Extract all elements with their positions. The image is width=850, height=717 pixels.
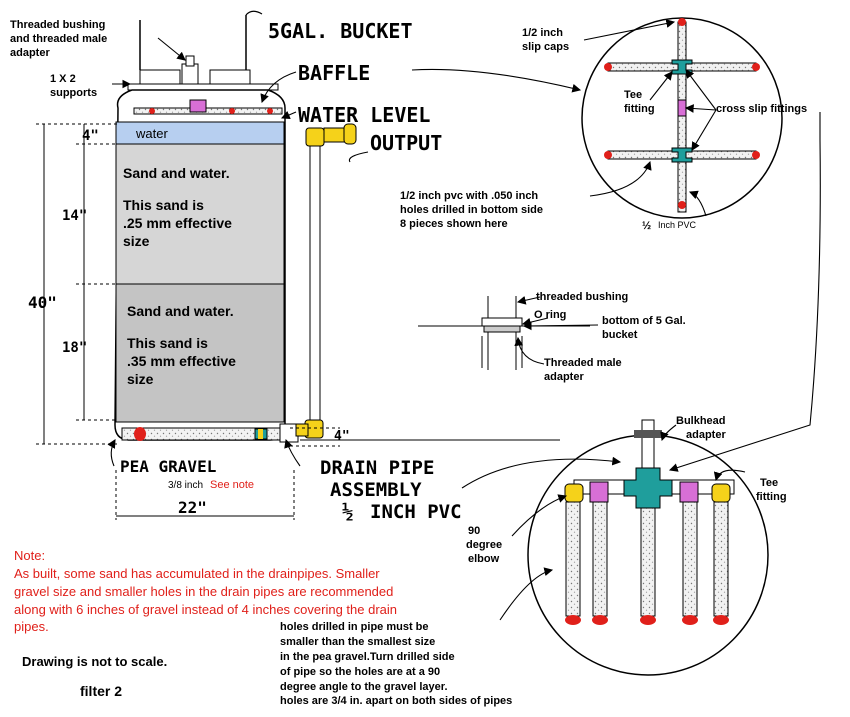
upper-layer-line2: This sand is	[123, 197, 204, 213]
bushing-detail	[418, 296, 590, 370]
label-tee-2: fitting	[624, 103, 655, 115]
label-threaded-male-1: Threaded male	[544, 357, 622, 369]
filter-name: filter 2	[80, 683, 122, 699]
label-supports-2: supports	[50, 87, 97, 99]
drain-detail-circle	[527, 419, 769, 676]
dim-40: 40"	[28, 293, 57, 312]
note-line3: along with 6 inches of gravel instead of…	[14, 602, 397, 617]
label-tee2-1: Tee	[760, 477, 778, 489]
upper-layer-line3: .25 mm effective	[123, 215, 232, 231]
lower-layer-line1: Sand and water.	[127, 303, 234, 319]
label-threaded-male-2: adapter	[544, 371, 584, 383]
label-inch-pvc: Inch PVC	[658, 220, 697, 230]
upper-layer-line4: size	[123, 233, 150, 249]
label-pea-gravel: PEA GRAVEL	[120, 457, 216, 476]
label-see-note: See note	[210, 479, 254, 491]
label-bottom-5gal-1: bottom of 5 Gal.	[602, 315, 686, 327]
baffle-detail-circle	[581, 17, 783, 219]
filter-tank	[114, 89, 299, 443]
label-holes-1: holes drilled in pipe must be	[280, 621, 429, 633]
label-drain-3: INCH PVC	[370, 501, 462, 523]
label-holes-4: of pipe so the holes are at a 90	[280, 666, 440, 678]
label-pvc-holes-2: holes drilled in bottom side	[400, 204, 543, 216]
label-holes-6: holes are 3/4 in. apart on both sides of…	[280, 695, 512, 707]
labels: Threaded bushing and threaded male adapt…	[10, 19, 807, 707]
label-drain-3-frac: ½	[342, 501, 353, 523]
label-output: OUTPUT	[370, 131, 442, 155]
dim-14: 14"	[62, 208, 87, 224]
dim-22: 22"	[178, 498, 207, 517]
upper-sand-layer	[115, 143, 285, 285]
label-bottom-5gal-2: bucket	[602, 329, 638, 341]
label-slip-caps-2: slip caps	[522, 41, 569, 53]
label-slip-caps-1: 1/2 inch	[522, 27, 563, 39]
baffle-pipe	[133, 107, 283, 115]
note-title: Note:	[14, 548, 45, 563]
label-threaded-bushing-2: and threaded male	[10, 33, 107, 45]
label-tee2-2: fitting	[756, 491, 787, 503]
lower-layer-line4: size	[127, 371, 154, 387]
dim-4-top: 4"	[82, 128, 99, 144]
label-elbow-2: degree	[466, 539, 502, 551]
label-bulkhead-1: Bulkhead	[676, 415, 726, 427]
note-line1: As built, some sand has accumulated in t…	[14, 566, 380, 581]
note-line4: pipes.	[14, 619, 49, 634]
label-baffle: BAFFLE	[298, 61, 370, 85]
label-drain-1: DRAIN PIPE	[320, 457, 434, 479]
label-tee-1: Tee	[624, 89, 642, 101]
note-line2: gravel size and smaller holes in the dra…	[14, 584, 393, 599]
lower-sand-layer	[115, 283, 285, 423]
label-threaded-bushing2: threaded bushing	[536, 291, 628, 303]
label-water: water	[135, 126, 168, 141]
lower-layer-line2: This sand is	[127, 335, 208, 351]
label-cross-slip: cross slip fittings	[716, 103, 807, 115]
bucket-top	[127, 10, 279, 91]
label-holes-5: degree angle to the gravel layer.	[280, 681, 448, 693]
label-pea-size: 3/8 inch	[168, 480, 203, 491]
label-half-frac: ½	[642, 220, 651, 232]
label-threaded-bushing-3: adapter	[10, 47, 50, 59]
label-o-ring: O ring	[534, 309, 566, 321]
label-bucket: 5GAL. BUCKET	[268, 19, 413, 43]
dim-4-bottom: 4"	[334, 429, 350, 444]
label-elbow-3: elbow	[468, 553, 500, 565]
label-water-level: WATER LEVEL	[298, 103, 430, 127]
label-holes-2: smaller than the smallest size	[280, 636, 435, 648]
output-pipe	[295, 123, 357, 439]
label-holes-3: in the pea gravel.Turn drilled side	[280, 651, 455, 663]
label-supports-1: 1 X 2	[50, 73, 76, 85]
label-drain-2: ASSEMBLY	[330, 479, 422, 501]
label-pvc-holes-3: 8 pieces shown here	[400, 218, 508, 230]
upper-layer-line1: Sand and water.	[123, 165, 230, 181]
label-threaded-bushing-1: Threaded bushing	[10, 19, 105, 31]
dim-18: 18"	[62, 340, 87, 356]
leader-lines	[107, 19, 821, 621]
label-pvc-holes-1: 1/2 inch pvc with .050 inch	[400, 190, 538, 202]
dimension-lines	[36, 123, 340, 520]
scale-note: Drawing is not to scale.	[22, 654, 167, 669]
label-bulkhead-2: adapter	[686, 429, 726, 441]
label-elbow-1: 90	[468, 525, 480, 537]
lower-layer-line3: .35 mm effective	[127, 353, 236, 369]
